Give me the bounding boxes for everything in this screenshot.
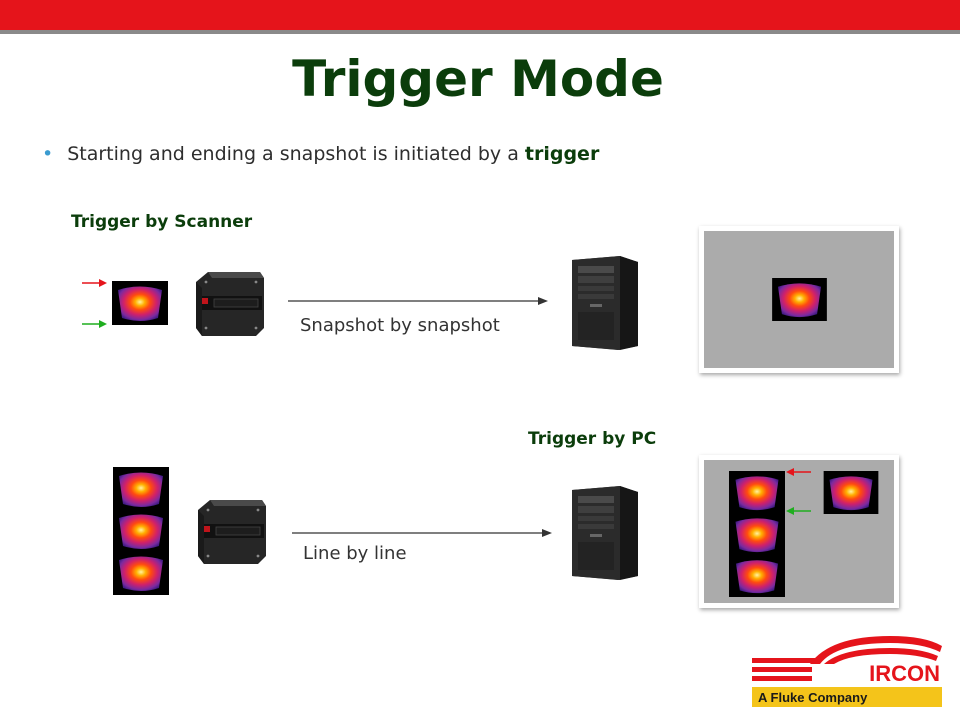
bullet-text: Starting and ending a snapshot is initia… <box>67 143 525 165</box>
trigger-arrows <box>786 468 811 515</box>
thermal-image-icon <box>823 471 879 514</box>
logo-brand-text: IRCON <box>869 661 940 686</box>
scanner-device-icon <box>194 268 266 338</box>
start-trigger-arrow <box>82 279 107 287</box>
thermal-image-icon <box>113 509 169 553</box>
trigger-arrows <box>82 279 107 328</box>
scanner-device-icon <box>196 496 268 566</box>
thermal-image-icon <box>112 281 168 325</box>
transfer-arrow <box>288 297 548 305</box>
line-display <box>699 455 899 608</box>
logo-tagline: A Fluke Company <box>758 690 868 705</box>
desktop-pc-icon <box>568 254 640 350</box>
top-gray-rule <box>0 30 960 34</box>
thermal-image-icon <box>729 555 785 597</box>
pc-section-heading: Trigger by PC <box>528 429 657 449</box>
transfer-label-snapshot: Snapshot by snapshot <box>300 315 500 336</box>
thermal-image-icon <box>729 471 785 514</box>
thermal-image-stack <box>113 467 169 595</box>
thermal-image-icon <box>772 278 827 321</box>
thermal-image-stack <box>729 471 785 597</box>
stop-trigger-arrow <box>82 320 107 328</box>
thermal-image-icon <box>729 513 785 556</box>
transfer-arrow <box>292 529 552 537</box>
transfer-label-line: Line by line <box>303 543 407 564</box>
thermal-image-icon <box>113 467 169 511</box>
bullet-text-bold: trigger <box>524 143 600 165</box>
desktop-pc-icon <box>568 484 640 580</box>
bullet-point: • Starting and ending a snapshot is initi… <box>42 143 599 165</box>
ircon-logo: IRCON A Fluke Company <box>752 636 942 707</box>
top-red-bar <box>0 0 960 30</box>
slide-title: Trigger Mode <box>292 50 664 108</box>
stop-trigger-arrow <box>786 507 811 515</box>
thermal-image-icon <box>113 551 169 595</box>
bullet-icon: • <box>42 143 54 165</box>
scanner-section-heading: Trigger by Scanner <box>71 212 253 232</box>
start-trigger-arrow <box>786 468 811 476</box>
snapshot-display <box>699 226 899 373</box>
